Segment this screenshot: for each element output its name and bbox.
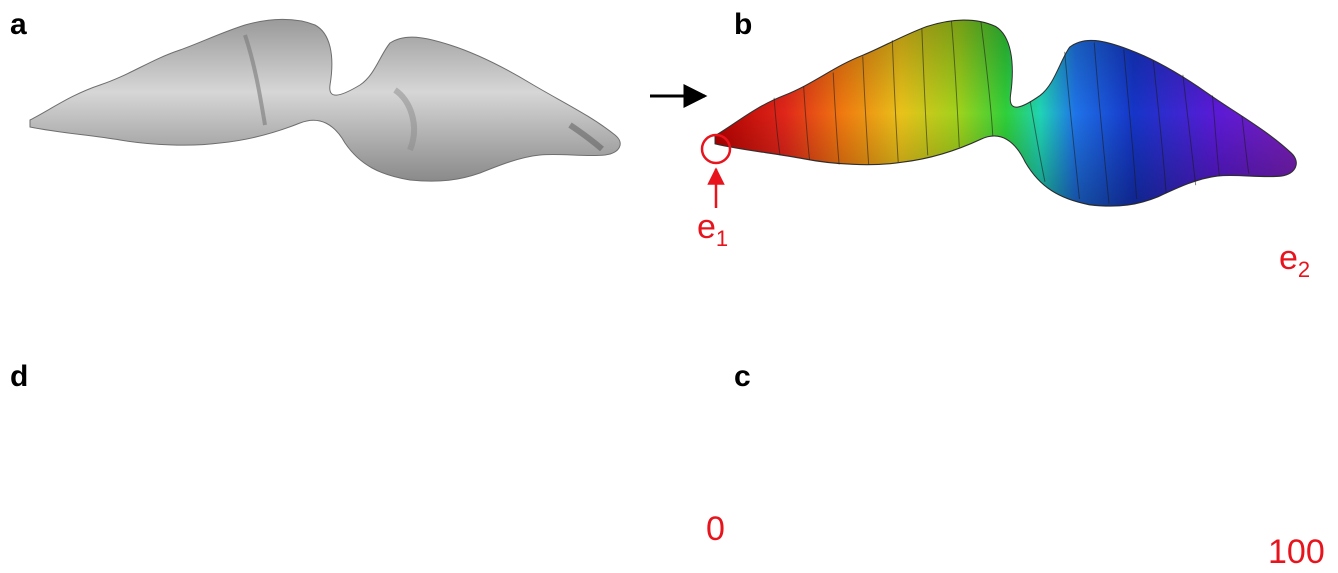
- panel-label-a: a: [10, 8, 27, 41]
- label-e2: e2: [1279, 241, 1310, 281]
- label-c-start: 0: [706, 510, 725, 548]
- endpoint-e1-marker: [700, 133, 732, 208]
- label-c-end: 100: [1268, 533, 1325, 571]
- label-e1-base: e: [697, 208, 716, 246]
- surface-b: [714, 19, 1297, 207]
- panel-label-b: b: [734, 8, 753, 41]
- panel-label-d: d: [10, 360, 29, 393]
- label-e1: e1: [697, 210, 728, 250]
- label-e1-sub: 1: [715, 226, 729, 251]
- panel-label-c: c: [734, 360, 751, 393]
- surface-a: [29, 18, 621, 182]
- label-e2-base: e: [1279, 239, 1298, 277]
- label-e2-sub: 2: [1297, 257, 1311, 282]
